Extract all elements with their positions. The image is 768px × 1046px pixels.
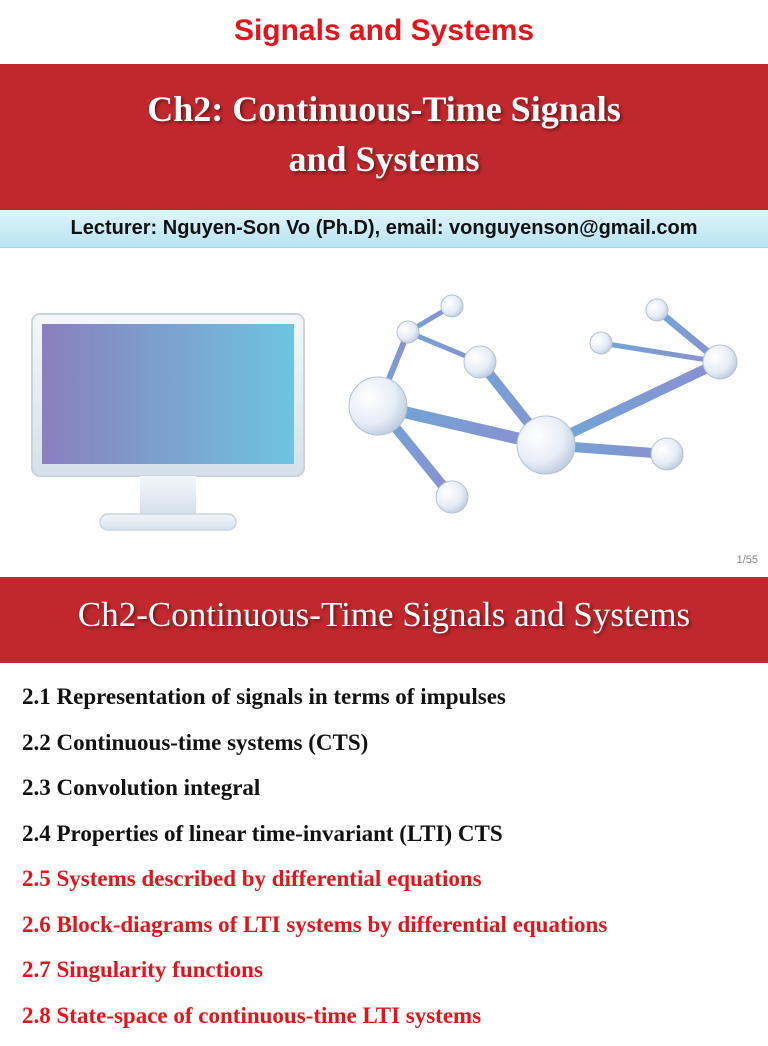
toc-item: 2.4 Properties of linear time-invariant …	[22, 819, 607, 865]
contents-title: Ch2-Continuous-Time Signals and Systems	[0, 595, 768, 635]
table-of-contents: 2.1 Representation of signals in terms o…	[22, 682, 607, 1046]
toc-item: 2.5 Systems described by differential eq…	[22, 864, 607, 910]
contents-slide: Ch2-Continuous-Time Signals and Systems …	[0, 577, 768, 1024]
monitor-stand	[100, 514, 236, 530]
page-number: 1/55	[737, 554, 758, 566]
chapter-title: Ch2: Continuous-Time Signals and Systems	[0, 84, 768, 184]
toc-item: 2.1 Representation of signals in terms o…	[22, 682, 607, 728]
toc-item: 2.3 Convolution integral	[22, 773, 607, 819]
toc-item: 2.2 Continuous-time systems (CTS)	[22, 728, 607, 774]
chapter-title-line1: Ch2: Continuous-Time Signals	[0, 84, 768, 134]
monitor-network-icon	[0, 280, 768, 550]
toc-item: 2.8 State-space of continuous-time LTI s…	[22, 1001, 607, 1046]
monitor-screen	[42, 324, 294, 464]
lecturer-info: Lecturer: Nguyen-Son Vo (Ph.D), email: v…	[0, 217, 768, 240]
chapter-title-line2: and Systems	[0, 134, 768, 184]
title-slide: Signals and Systems Ch2: Continuous-Time…	[0, 0, 768, 575]
monitor-neck	[140, 476, 196, 514]
toc-item: 2.6 Block-diagrams of LTI systems by dif…	[22, 910, 607, 956]
course-title: Signals and Systems	[0, 14, 768, 48]
toc-item: 2.7 Singularity functions	[22, 955, 607, 1001]
